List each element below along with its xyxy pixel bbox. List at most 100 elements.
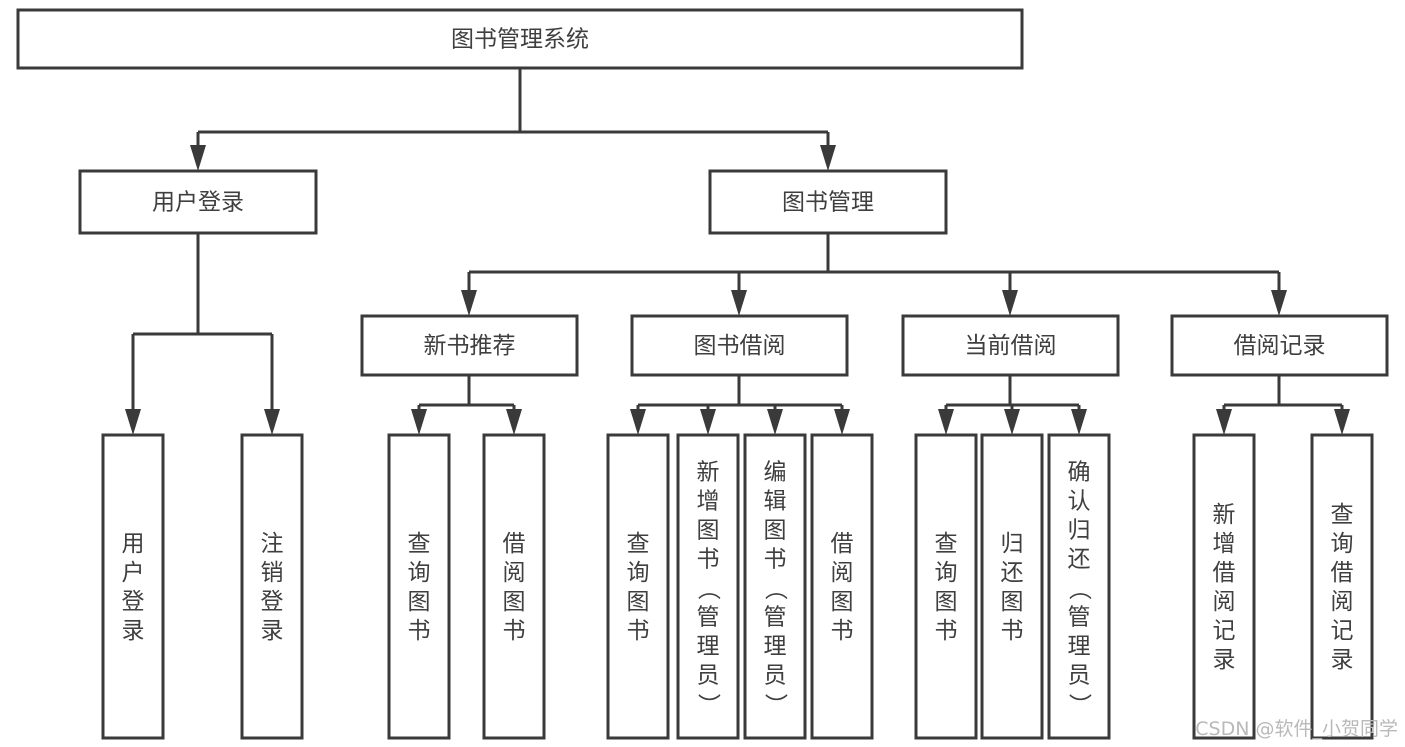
node-box[interactable] [16,8,1024,70]
node-leaf-leaf-user-login[interactable]: 用户登录 [101,433,165,740]
svg-text:书: 书 [503,618,526,644]
arrow-head-icon [1271,290,1287,316]
node-box[interactable] [914,433,978,740]
node-root-root[interactable]: 图书管理系统 [16,8,1024,70]
arrow-head-icon [731,290,747,316]
node-level2-user-login[interactable]: 用户登录 [78,169,318,235]
node-label: 图书管理 [782,190,874,216]
node-box[interactable] [1170,314,1389,377]
svg-text:询: 询 [408,560,431,586]
arrow-head-icon [820,145,836,171]
svg-text:（: （ [1066,577,1092,600]
svg-text:借: 借 [1213,560,1236,586]
node-box[interactable] [482,433,546,740]
svg-text:记: 记 [1331,618,1354,644]
node-level3-borrow-record[interactable]: 借阅记录 [1170,314,1389,377]
connector-user-login-drop-1 [125,334,141,435]
connector-book-management-drop-2 [731,272,747,316]
node-box[interactable] [1192,433,1256,740]
arrow-head-icon [1334,409,1350,435]
node-box[interactable] [1047,433,1111,740]
connector-book-management-drop-1 [461,272,477,316]
connector-book-management-drop-4 [1271,272,1287,316]
svg-text:图: 图 [627,589,650,615]
node-box[interactable] [676,433,740,740]
node-box[interactable] [1310,433,1374,740]
node-box[interactable] [630,314,849,377]
node-box[interactable] [387,433,451,740]
svg-text:用: 用 [122,531,145,557]
node-box[interactable] [901,314,1120,377]
node-box[interactable] [980,433,1044,740]
svg-text:）: ） [695,693,721,716]
svg-text:员: 员 [764,663,787,689]
node-label: 借阅记录 [1234,333,1326,359]
node-level3-book-borrow[interactable]: 图书借阅 [630,314,849,377]
node-box[interactable] [708,169,948,235]
node-box[interactable] [240,433,304,740]
svg-text:确: 确 [1068,460,1091,486]
svg-text:增: 增 [1213,531,1236,557]
node-box[interactable] [606,433,670,740]
svg-text:编: 编 [764,460,787,486]
svg-text:询: 询 [935,560,958,586]
svg-text:图: 图 [503,589,526,615]
arrow-head-icon [1216,409,1232,435]
arrow-head-icon [834,409,850,435]
svg-text:阅: 阅 [1331,589,1354,615]
connector-layer [125,68,1350,435]
arrow-head-icon [767,409,783,435]
node-box[interactable] [743,433,807,740]
svg-text:归: 归 [1068,518,1091,544]
node-box[interactable] [78,169,318,235]
svg-text:增: 增 [697,489,720,515]
connector-book-borrow-drop-4 [834,405,850,435]
node-layer: 图书管理系统用户登录图书管理新书推荐图书借阅当前借阅借阅记录用户登录注销登录查询… [16,8,1389,740]
arrow-head-icon [411,409,427,435]
svg-text:图: 图 [764,518,787,544]
node-box[interactable] [360,314,579,377]
node-level2-book-management[interactable]: 图书管理 [708,169,948,235]
node-level3-current-borrow[interactable]: 当前借阅 [901,314,1120,377]
svg-text:阅: 阅 [831,560,854,586]
svg-text:登: 登 [122,589,145,615]
svg-text:查: 查 [935,531,958,557]
connector-current-borrow-drop-3 [1071,405,1087,435]
node-box[interactable] [101,433,165,740]
node-label: 新书推荐 [424,333,516,359]
svg-text:员: 员 [697,663,720,689]
svg-text:图: 图 [831,589,854,615]
svg-text:书: 书 [697,547,720,573]
svg-text:（: （ [762,577,788,600]
connector-book-borrow-drop-2 [700,405,716,435]
svg-text:借: 借 [1331,560,1354,586]
connector-book-borrow-drop-3 [767,405,783,435]
arrow-head-icon [630,409,646,435]
arrow-head-icon [938,409,954,435]
svg-text:书: 书 [1001,618,1024,644]
connector-book-management-drop-3 [1002,272,1018,316]
node-box[interactable] [810,433,874,740]
svg-text:）: ） [1066,693,1092,716]
node-label: 用户登录 [122,531,145,644]
arrow-head-icon [1071,409,1087,435]
node-level3-new-book-recommend[interactable]: 新书推荐 [360,314,579,377]
svg-text:辑: 辑 [764,489,787,515]
svg-text:录: 录 [122,618,145,644]
